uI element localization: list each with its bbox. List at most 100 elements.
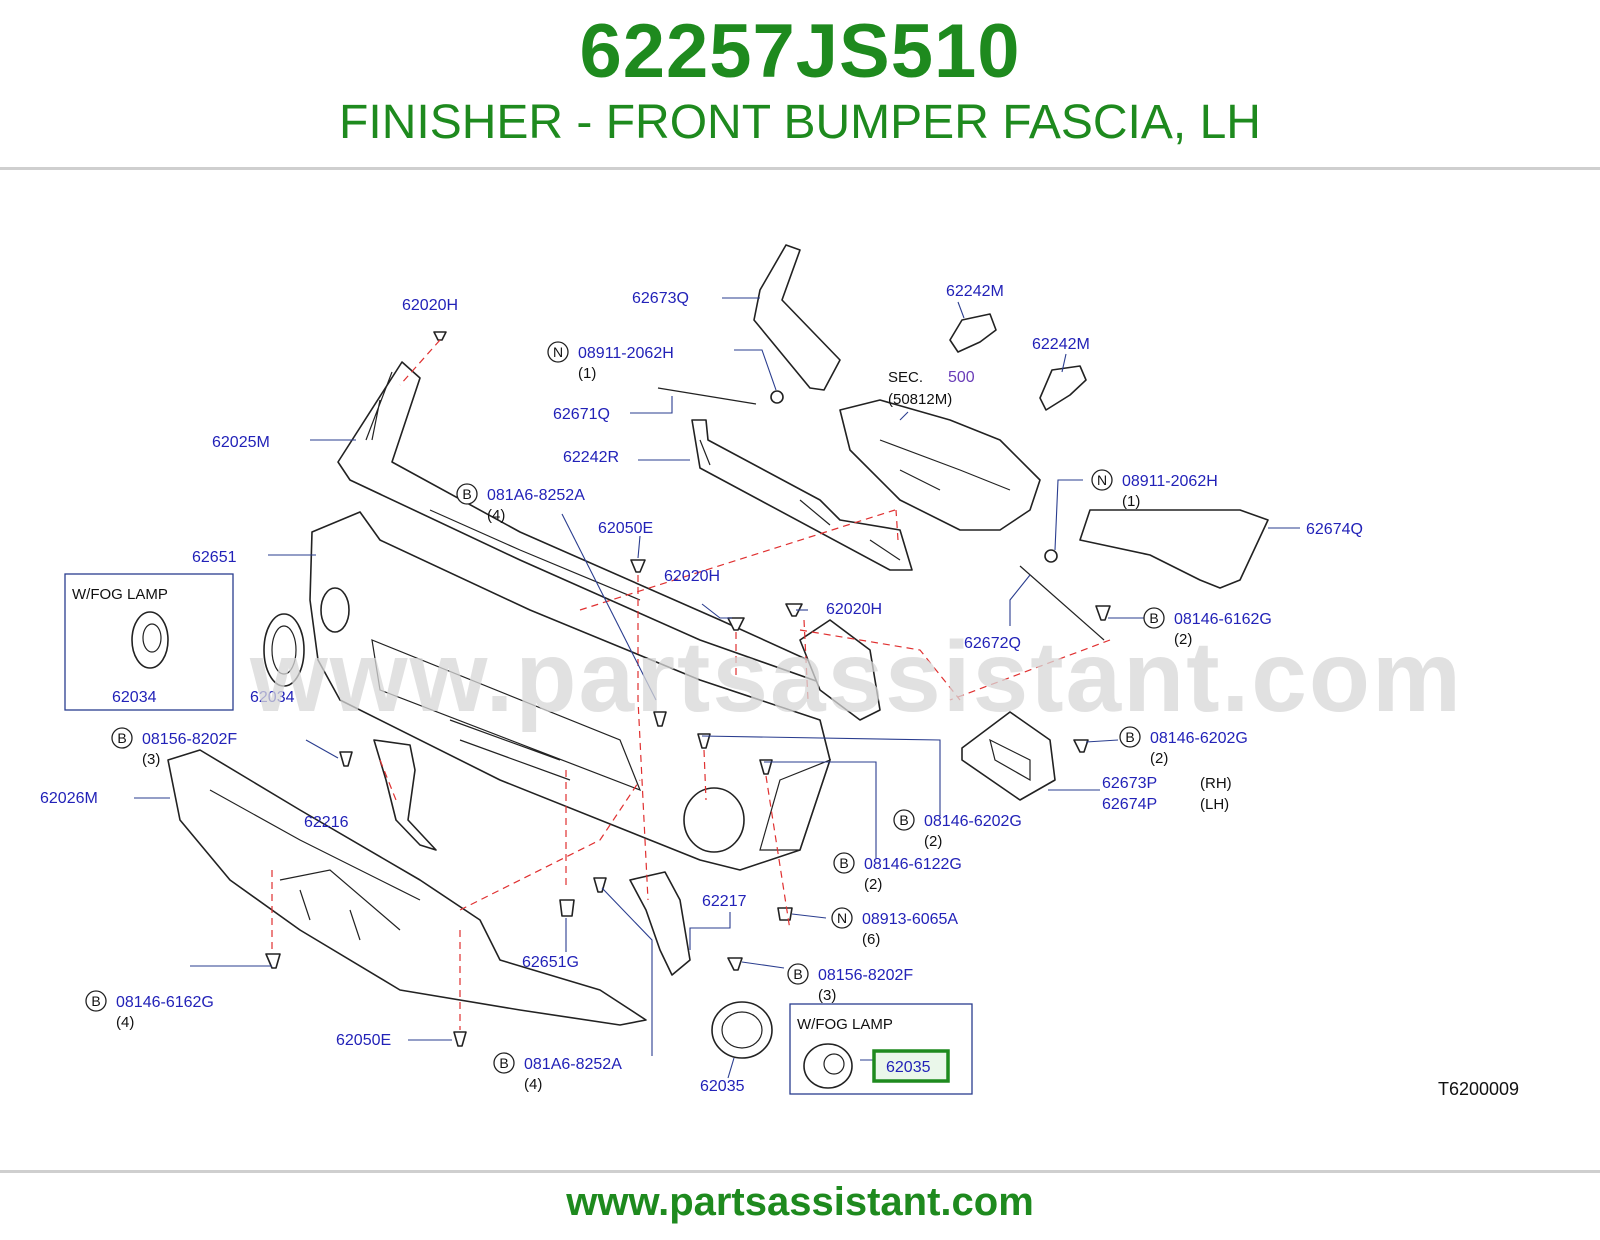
callout-62651: 62651 (192, 549, 237, 566)
fog-cover-62034-icon (131, 611, 169, 669)
bracket-62216 (373, 739, 437, 851)
callout-62026M: 62026M (40, 790, 98, 807)
rod-62672Q (1019, 565, 1105, 641)
callout-08146-6202G-a: 08146-6202G (1150, 730, 1248, 747)
side-trim-62673Q (753, 244, 841, 391)
prefix-N-a: N (553, 344, 563, 360)
watermark: www.partsassistant.com (250, 621, 1463, 733)
reinforcement-62242R (691, 419, 913, 571)
qty-08146-6162G-a: (2) (1174, 631, 1192, 648)
nut-08911-a (770, 390, 784, 404)
clip-62020H-b (727, 617, 745, 631)
callout-08156-8202F-b: 08156-8202F (818, 967, 913, 984)
callout-62242M-a: 62242M (946, 283, 1004, 300)
sec-ref-sub: (50812M) (888, 391, 952, 408)
side-lh: (LH) (1200, 796, 1229, 813)
side-bracket-62673P (961, 711, 1056, 801)
qty-08913: (6) (862, 931, 880, 948)
callout-08911-2062H-b: 08911-2062H (1122, 473, 1218, 490)
assembly-lines (271, 339, 1111, 1030)
callout-62673P: 62673P (1102, 775, 1157, 792)
prefix-B-f: B (839, 855, 848, 871)
fog-lamp-box-left (64, 573, 234, 711)
callout-62050E-a: 62050E (598, 520, 653, 537)
part-number-title: 62257JS510 (579, 9, 1021, 94)
callout-62035: 62035 (700, 1078, 745, 1095)
qty-08156-b: (3) (818, 987, 836, 1004)
prefix-N-b: N (1097, 472, 1107, 488)
qty-08156-a: (3) (142, 751, 160, 768)
rod-62671Q (657, 387, 757, 405)
callout-08156-8202F-a: 08156-8202F (142, 731, 237, 748)
callout-62673Q: 62673Q (632, 290, 689, 307)
under-cover-50812M (839, 399, 1041, 531)
fog-lamp-box-left-title: W/FOG LAMP (72, 586, 168, 603)
fog-lamp-box-right-title: W/FOG LAMP (797, 1016, 893, 1033)
prefix-B-h: B (91, 993, 100, 1009)
callout-62242R: 62242R (563, 449, 619, 466)
qty-08911-a: (1) (578, 365, 596, 382)
qty-081A6-b: (4) (524, 1076, 542, 1093)
corner-piece (799, 619, 881, 721)
leader-lines (134, 297, 1300, 1079)
prefix-B-b: B (1149, 610, 1158, 626)
callout-08146-6202G-b: 08146-6202G (924, 813, 1022, 830)
callout-62020H-b: 62020H (664, 568, 720, 585)
callout-08146-6162G-a: 08146-6162G (1174, 611, 1272, 628)
highlighted-part-frame[interactable] (872, 1049, 950, 1083)
qty-08146-6162G-b: (4) (116, 1014, 134, 1031)
fog-ring-62034 (263, 613, 305, 687)
side-rh: (RH) (1200, 775, 1232, 792)
callout-08913-6065A: 08913-6065A (862, 911, 958, 928)
callout-62216: 62216 (304, 814, 349, 831)
clip-62242M-a (949, 313, 997, 353)
clip-62020H-c (785, 603, 803, 617)
callout-62035-highlighted[interactable]: 62035 (886, 1059, 931, 1076)
footer-url[interactable]: www.partsassistant.com (566, 1180, 1034, 1224)
prefix-B-c: B (117, 730, 126, 746)
callout-081A6-8252A-a: 081A6-8252A (487, 487, 585, 504)
callout-62020H-c: 62020H (826, 601, 882, 618)
fog-lamp-hole-left (320, 587, 350, 633)
callout-08911-2062H-a: 08911-2062H (578, 345, 674, 362)
callout-62050E-b: 62050E (336, 1032, 391, 1049)
sec-ref-prefix: SEC. (888, 369, 923, 386)
callout-62025M: 62025M (212, 434, 270, 451)
callout-62651G: 62651G (522, 954, 579, 971)
prefix-B-i: B (499, 1055, 508, 1071)
qty-08146-6202G-a: (2) (1150, 750, 1168, 767)
part-name-subtitle: FINISHER - FRONT BUMPER FASCIA, LH (339, 96, 1261, 149)
nut-08911-b (1044, 549, 1058, 563)
footer-divider (0, 1170, 1600, 1173)
qty-08911-b: (1) (1122, 493, 1140, 510)
fog-lamp-hole-right (683, 787, 745, 853)
qty-08146-6202G-b: (2) (924, 833, 942, 850)
prefix-N-c: N (837, 910, 847, 926)
fog-ring-62035 (711, 1001, 773, 1059)
callout-62034: 62034 (250, 689, 295, 706)
clip-62242M-b (1039, 365, 1087, 411)
clip-62020H-a (433, 331, 447, 341)
callout-62020H-a: 62020H (402, 297, 458, 314)
header-divider (0, 167, 1600, 170)
lower-absorber-62026M (167, 749, 647, 1026)
prefix-B-e: B (899, 812, 908, 828)
callout-62242M-b: 62242M (1032, 336, 1090, 353)
qty-08146-6122G: (2) (864, 876, 882, 893)
callout-62672Q: 62672Q (964, 635, 1021, 652)
callout-08146-6162G-b: 08146-6162G (116, 994, 214, 1011)
callout-08146-6122G: 08146-6122G (864, 856, 962, 873)
bolts (265, 559, 1111, 1047)
prefix-B-d: B (1125, 729, 1134, 745)
qty-081A6-a: (4) (487, 507, 505, 524)
sec-ref-number[interactable]: 500 (948, 369, 975, 386)
callout-62674Q: 62674Q (1306, 521, 1363, 538)
diagram-code: T6200009 (1438, 1079, 1519, 1099)
fog-cover-62035-icon (803, 1043, 853, 1089)
side-trim-62674Q (1079, 509, 1269, 589)
callout-62034-box: 62034 (112, 689, 157, 706)
prefix-B-a: B (462, 486, 471, 502)
callout-62674P: 62674P (1102, 796, 1157, 813)
callout-62671Q: 62671Q (553, 406, 610, 423)
